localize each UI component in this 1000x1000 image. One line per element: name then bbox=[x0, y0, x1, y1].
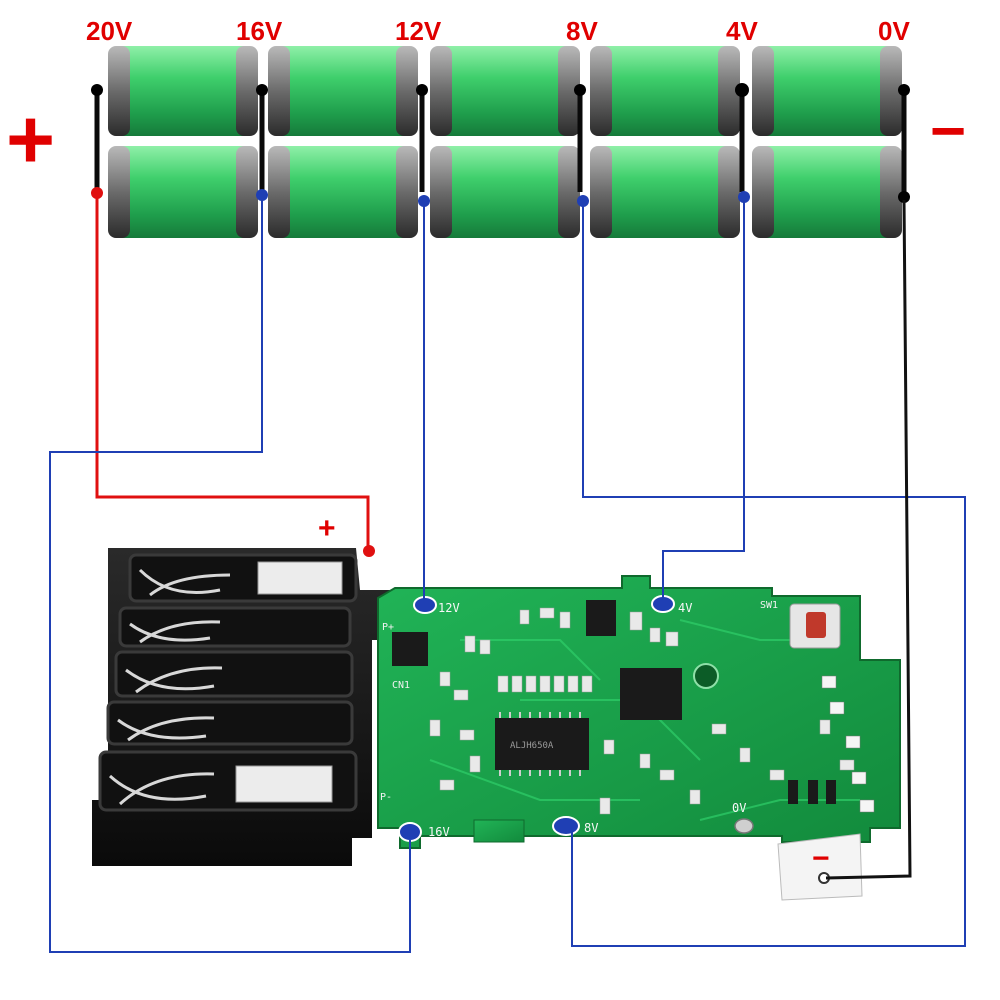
pad-4v bbox=[651, 595, 675, 613]
cell bbox=[268, 46, 418, 136]
wire-16v bbox=[49, 198, 411, 953]
cell bbox=[590, 46, 740, 136]
p-plus-dot bbox=[363, 545, 375, 557]
voltage-labels: 20V 16V 12V 8V 4V 0V bbox=[86, 16, 910, 46]
pad-label-16v: 16V bbox=[428, 825, 450, 839]
wire-4v bbox=[662, 200, 745, 598]
voltage-label-16v: 16V bbox=[236, 16, 283, 46]
cell bbox=[430, 46, 580, 136]
cell bbox=[430, 146, 580, 238]
cn1-label: CN1 bbox=[392, 680, 410, 691]
pack-minus-sign: − bbox=[930, 97, 966, 166]
voltage-label-0v: 0V bbox=[878, 16, 910, 46]
board-plus-sign: + bbox=[318, 512, 336, 545]
pad-label-p-plus: P+ bbox=[382, 622, 394, 633]
series-links bbox=[94, 90, 907, 192]
wire-20v-positive bbox=[95, 196, 370, 550]
voltage-label-20v: 20V bbox=[86, 16, 133, 46]
push-switch[interactable] bbox=[789, 603, 841, 649]
pack-plus-sign: + bbox=[6, 92, 55, 186]
cell bbox=[590, 146, 740, 238]
pad-label-8v: 8V bbox=[584, 821, 598, 835]
pad-16v bbox=[398, 822, 422, 842]
pad-0v bbox=[734, 818, 754, 834]
cell bbox=[752, 146, 902, 238]
controller-ic bbox=[495, 718, 589, 770]
cell bbox=[108, 46, 258, 136]
tap-dots bbox=[91, 83, 910, 207]
pad-label-0v: 0V bbox=[732, 801, 746, 815]
terminal-housing bbox=[92, 548, 390, 866]
pcb: ALJH650A bbox=[377, 575, 901, 849]
pad-label-12v: 12V bbox=[438, 601, 460, 615]
p-minus-tab bbox=[777, 833, 863, 901]
cell bbox=[268, 146, 418, 238]
voltage-label-4v: 4V bbox=[726, 16, 758, 46]
pad-8v bbox=[552, 816, 580, 836]
cell-pack bbox=[91, 46, 910, 238]
pad-label-4v: 4V bbox=[678, 601, 692, 615]
cell bbox=[752, 46, 902, 136]
mcu-chip bbox=[620, 668, 682, 720]
board-minus-sign: − bbox=[812, 842, 830, 875]
sw1-label: SW1 bbox=[760, 600, 778, 611]
wires bbox=[49, 196, 966, 953]
cell bbox=[108, 146, 258, 238]
bms-board: ALJH650A bbox=[92, 548, 901, 901]
small-ic bbox=[392, 632, 428, 666]
voltage-label-8v: 8V bbox=[566, 16, 598, 46]
wire-8v bbox=[571, 204, 966, 947]
wire-0v-negative bbox=[825, 199, 912, 880]
pad-label-p-minus: P- bbox=[380, 792, 392, 803]
voltage-label-12v: 12V bbox=[395, 16, 442, 46]
regulator bbox=[586, 600, 616, 636]
chip-marking: ALJH650A bbox=[510, 741, 554, 751]
